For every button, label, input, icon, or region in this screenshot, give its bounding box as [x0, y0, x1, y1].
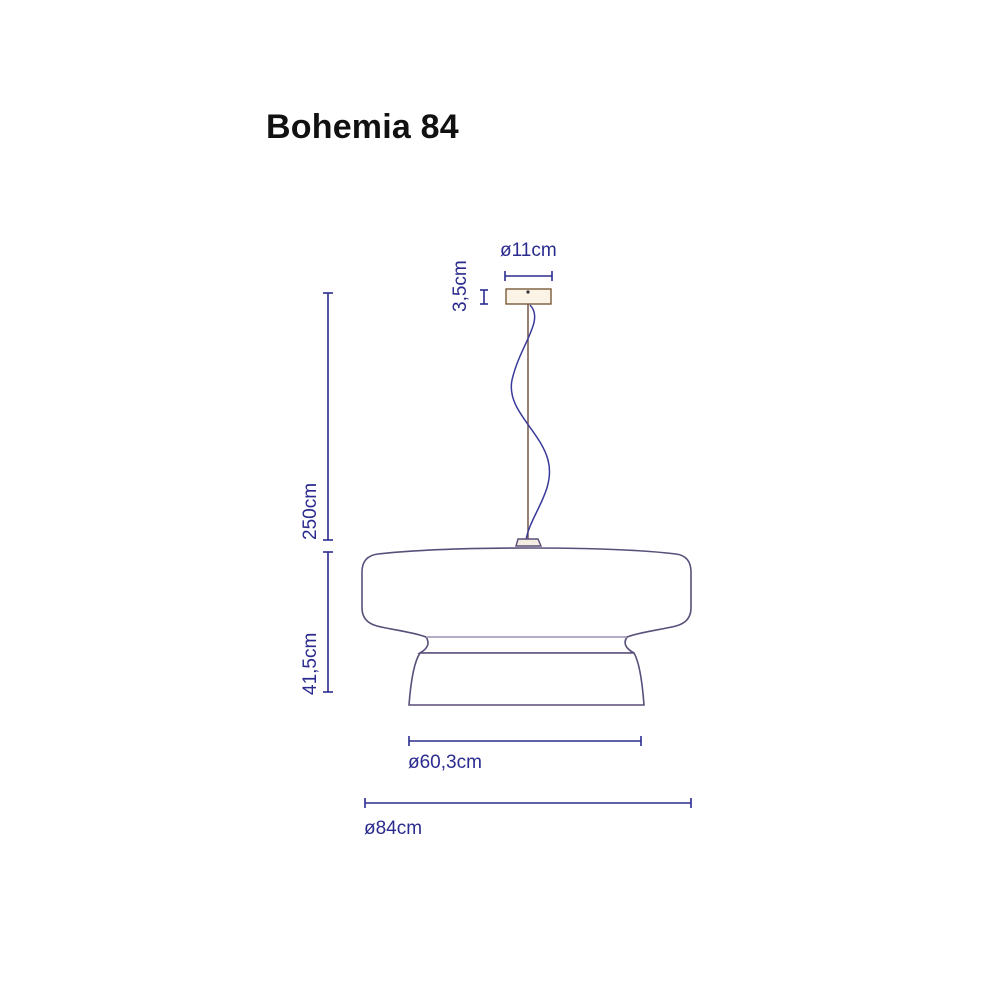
lamp-shade-neck: [417, 636, 635, 654]
cable-length-dimension: [323, 292, 333, 541]
canopy-height-dimension: [480, 289, 488, 305]
shade-height-label: 41,5cm: [300, 633, 321, 695]
base-diameter-label: ø60,3cm: [408, 752, 482, 773]
lamp-shade-base: [408, 652, 645, 706]
base-diameter-dimension: [408, 736, 642, 746]
shade-connector: [515, 538, 543, 547]
shade-height-dimension: [323, 551, 333, 693]
shade-diameter-dimension: [364, 798, 692, 808]
canopy-diameter-label: ø11cm: [500, 240, 557, 261]
canopy-diameter-dimension: [504, 271, 553, 281]
product-title: Bohemia 84: [266, 108, 459, 146]
shade-diameter-label: ø84cm: [364, 818, 422, 839]
canopy-height-label: 3,5cm: [450, 260, 471, 312]
power-cord: [510, 304, 551, 541]
cable-length-label: 250cm: [300, 483, 321, 540]
lamp-shade-upper: [361, 547, 692, 638]
canopy-screw: [526, 290, 530, 294]
